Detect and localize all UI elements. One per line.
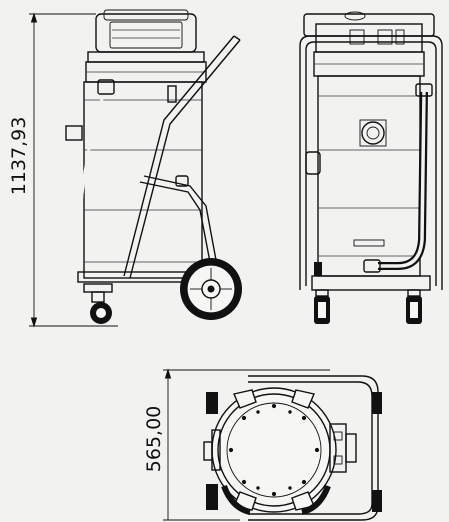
height-dimension: 1137,93 bbox=[8, 12, 118, 328]
top-wheel-left-lower bbox=[206, 484, 218, 510]
depth-dimension: 565,00 bbox=[143, 368, 330, 521]
top-frame bbox=[248, 375, 379, 521]
side-filter-box bbox=[65, 125, 83, 141]
top-wheel-right-lower bbox=[372, 490, 382, 512]
top-wheel-right-upper bbox=[372, 392, 382, 414]
front-view bbox=[299, 11, 443, 324]
side-front-caster bbox=[83, 283, 113, 324]
height-arrow-bottom bbox=[30, 317, 38, 328]
top-lid-bolts bbox=[228, 403, 320, 497]
side-hose bbox=[75, 87, 107, 269]
top-wheel-left-upper bbox=[206, 392, 218, 414]
front-motor-head bbox=[303, 11, 435, 77]
height-arrow-top bbox=[30, 12, 38, 23]
depth-arrow-top bbox=[164, 368, 172, 379]
top-view bbox=[203, 375, 382, 521]
front-frame bbox=[299, 35, 443, 290]
side-motor-head bbox=[85, 9, 207, 83]
front-inlet-port bbox=[361, 121, 385, 145]
top-tank-lid bbox=[226, 402, 322, 498]
front-switch bbox=[349, 29, 365, 45]
front-tank bbox=[305, 75, 421, 277]
height-dimension-label: 1137,93 bbox=[8, 117, 30, 196]
front-hose bbox=[378, 91, 428, 270]
front-gauge bbox=[305, 151, 321, 175]
side-handle bbox=[123, 35, 241, 279]
side-rear-wheel bbox=[180, 258, 242, 320]
side-view bbox=[65, 9, 242, 324]
depth-dimension-label: 565,00 bbox=[143, 406, 165, 472]
